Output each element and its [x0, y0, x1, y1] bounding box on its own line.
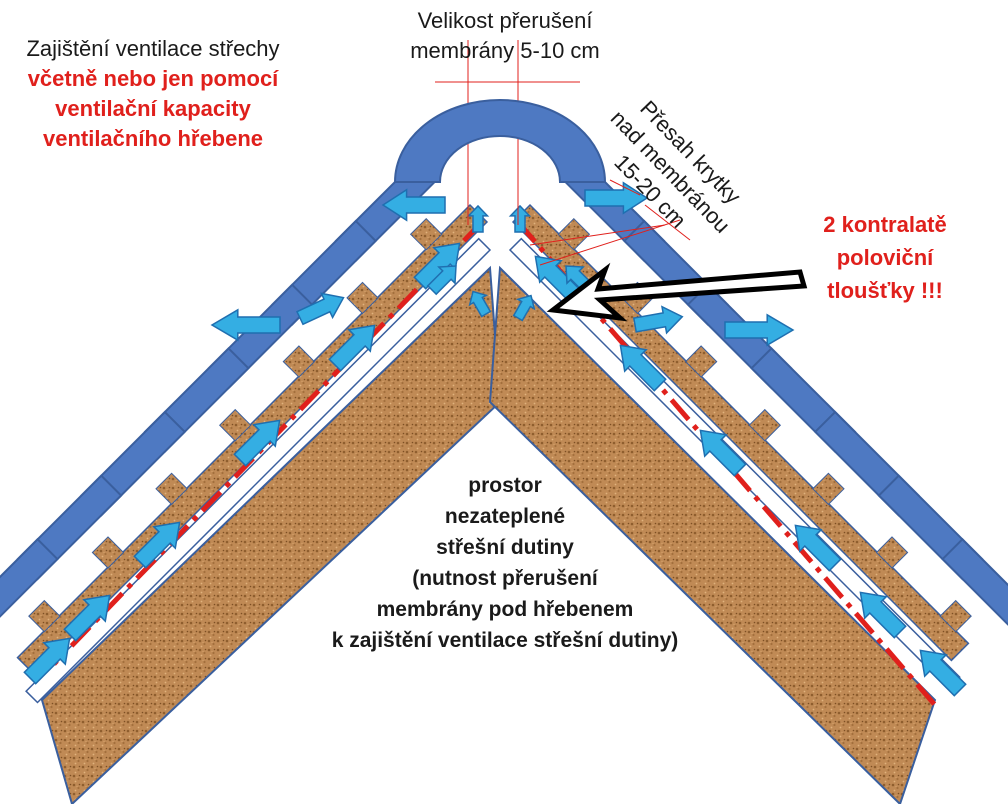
- airflow-arrow-icon: [133, 521, 181, 569]
- tile-batten: [155, 472, 188, 506]
- roof-tile: [941, 537, 1008, 626]
- dimension-line: [539, 219, 681, 266]
- pointer-arrow-icon: [546, 262, 808, 322]
- airflow-arrow-icon: [210, 308, 281, 342]
- tile-batten: [684, 345, 718, 378]
- airflow-arrows: [23, 181, 967, 697]
- airflow-arrow-icon: [381, 188, 446, 222]
- attic-line-3: střešní dutiny: [436, 536, 574, 559]
- left-annotation-line-1: včetně nebo jen pomocí: [27, 66, 279, 91]
- attic-line-6: k zajištění ventilace střešní dutiny): [331, 629, 679, 652]
- membrane-gap-line-1: Velikost přerušení: [417, 8, 593, 33]
- attic-space-annotation: prostor nezateplené střešní dutiny (nutn…: [285, 470, 725, 656]
- attic-line-1: prostor: [468, 474, 542, 497]
- airflow-arrow-icon: [233, 419, 281, 467]
- left-annotation: Zajištění ventilace střechy včetně nebo …: [8, 34, 298, 154]
- attic-line-2: nezateplené: [444, 505, 566, 528]
- membrane-gap-line-2: membrány 5-10 cm: [410, 38, 600, 63]
- tile-batten: [346, 281, 379, 315]
- ridge-cap-icon: [393, 99, 607, 183]
- counter-batten-line-3: tloušťky !!!: [827, 278, 943, 303]
- counter-batten-annotation: 2 kontralatě poloviční tloušťky !!!: [800, 208, 970, 307]
- airflow-arrow-icon: [534, 255, 582, 303]
- tile-batten: [875, 536, 909, 569]
- attic-line-5: membrány pod hřebenem: [376, 598, 634, 621]
- air-gap-left: [25, 237, 492, 704]
- airflow-arrow-icon: [794, 524, 842, 572]
- airflow-arrow-icon: [724, 313, 795, 347]
- tile-batten: [939, 599, 972, 633]
- left-annotation-line-3: ventilačního hřebene: [42, 126, 264, 151]
- counter-batten-line-2: poloviční: [836, 245, 934, 270]
- airflow-arrow-icon: [919, 649, 967, 697]
- tile-batten: [812, 472, 845, 506]
- airflow-arrow-icon: [619, 344, 667, 392]
- tile-batten: [282, 345, 316, 378]
- membrane-gap-annotation: Velikost přerušení membrány 5-10 cm: [380, 6, 630, 66]
- airflow-arrow-icon: [63, 594, 111, 642]
- airflow-arrow-icon: [859, 591, 907, 639]
- airflow-arrow-icon: [512, 294, 536, 322]
- tile-batten: [748, 408, 782, 442]
- airflow-arrow-icon: [426, 265, 457, 296]
- dimension-line: [529, 224, 666, 246]
- tile-batten: [91, 536, 125, 569]
- dimension-line: [644, 204, 691, 241]
- tile-batten: [218, 408, 252, 442]
- airflow-arrow-icon: [328, 324, 376, 372]
- airflow-arrow-icon: [508, 204, 532, 233]
- airflow-arrow-icon: [466, 204, 490, 233]
- airflow-arrow-icon: [295, 292, 345, 326]
- left-annotation-line-2: ventilační kapacity: [55, 96, 251, 121]
- counter-batten-line-1: 2 kontralatě: [823, 212, 947, 237]
- tile-batten: [28, 599, 61, 633]
- rafter-right: [488, 265, 937, 804]
- airflow-arrow-icon: [699, 429, 747, 477]
- airflow-arrow-icon: [23, 637, 71, 685]
- tile-batten: [409, 217, 443, 251]
- dimension-line: [609, 179, 641, 196]
- airflow-arrow-icon: [468, 290, 492, 318]
- left-annotation-title: Zajištění ventilace střechy: [26, 36, 280, 61]
- airflow-arrow-icon: [632, 305, 684, 335]
- tile-batten: [557, 217, 591, 251]
- attic-line-4: (nutnost přerušení: [412, 567, 598, 590]
- roof-tile: [0, 537, 59, 618]
